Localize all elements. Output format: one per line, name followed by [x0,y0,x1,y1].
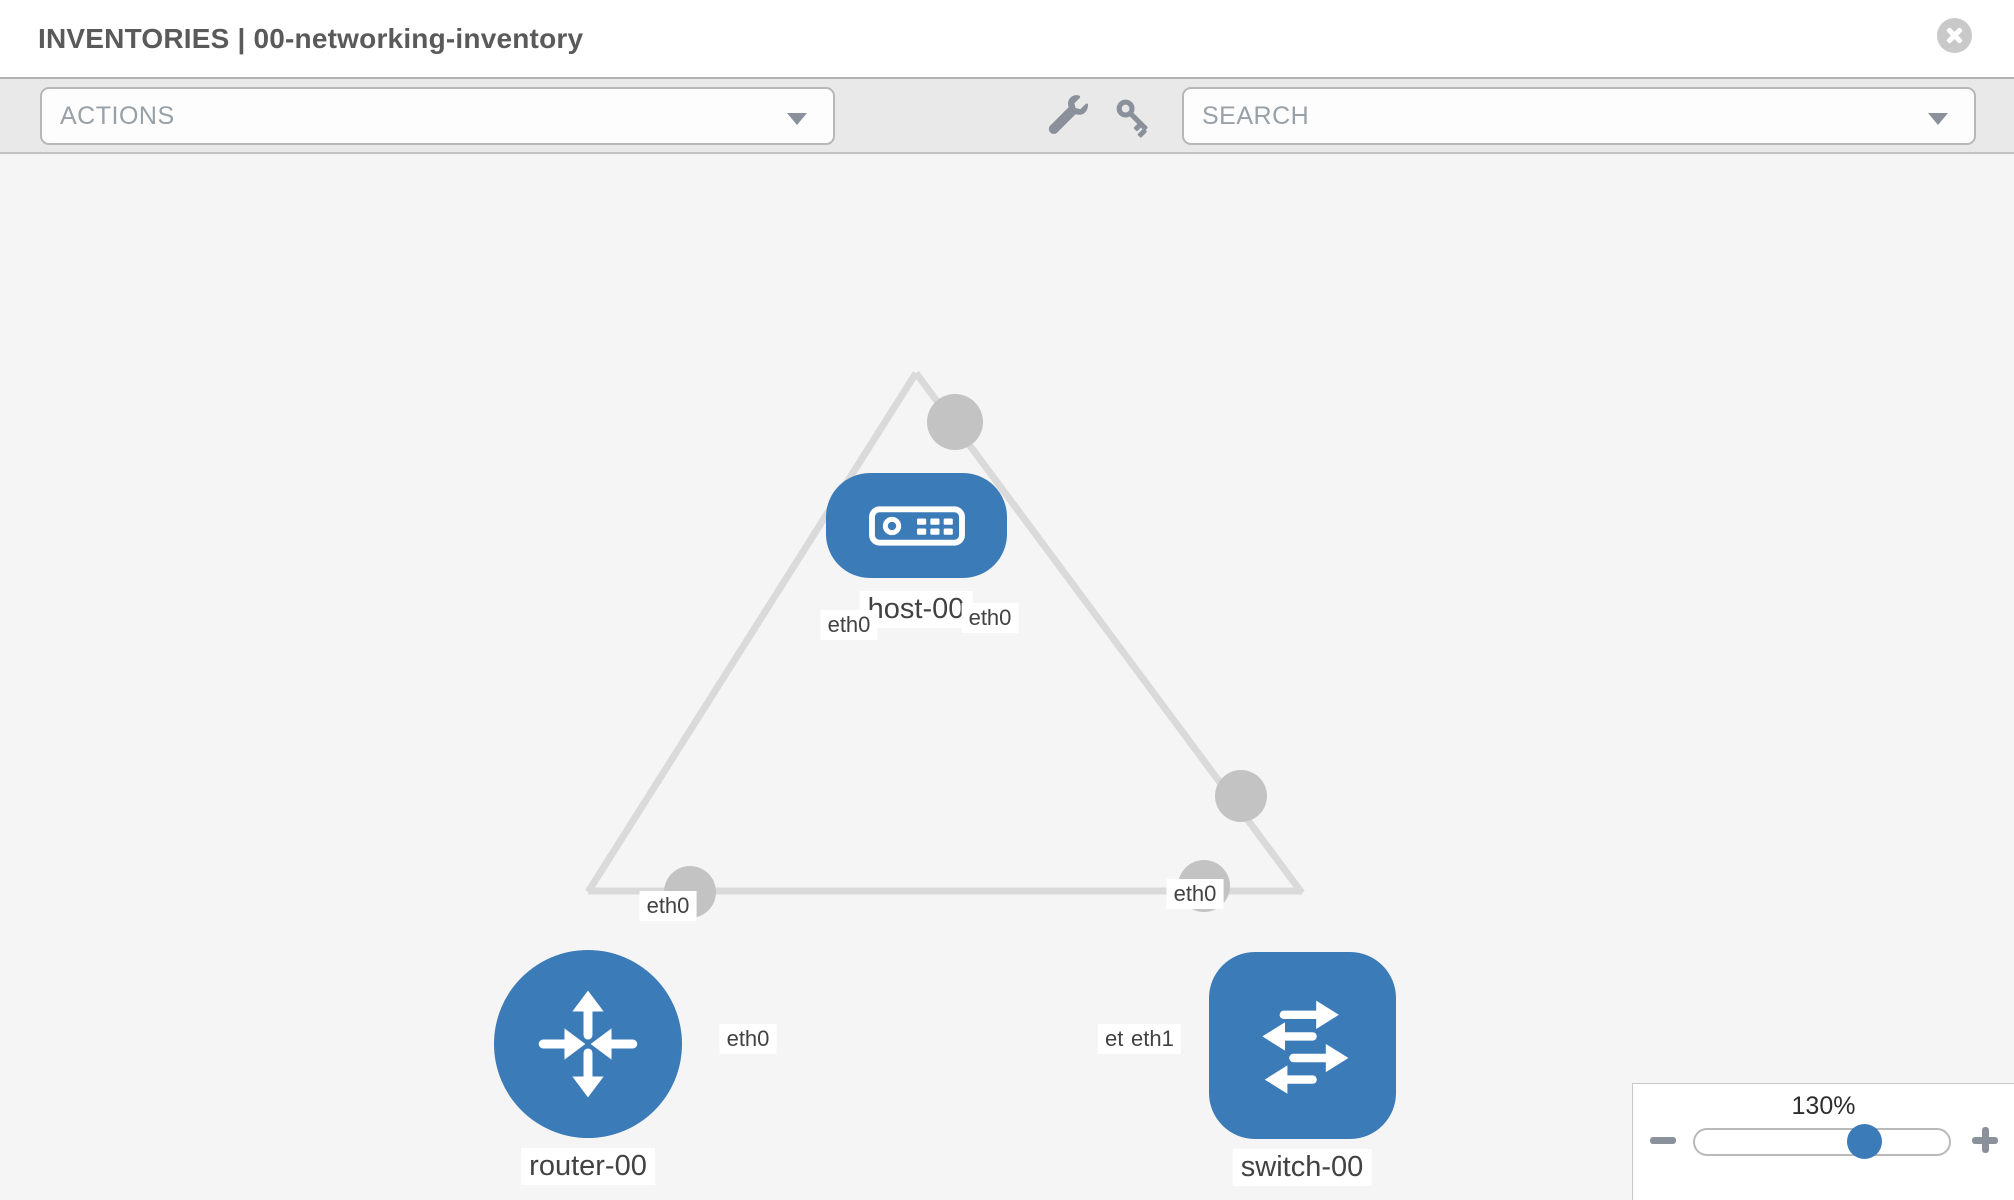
actions-dropdown-placeholder: ACTIONS [60,102,175,130]
page-title: INVENTORIES | 00-networking-inventory [38,23,584,54]
search-dropdown-placeholder: SEARCH [1202,102,1310,130]
node-label-host: host-00 [859,591,973,628]
topology-canvas[interactable]: host-00 router-00 switch-00 eth0 eth0 et… [0,154,2014,1200]
link-host-router[interactable] [585,371,919,894]
page-header: INVENTORIES | 00-networking-inventory [0,0,2014,77]
node-label-router: router-00 [521,1148,655,1185]
interface-label: eth0 [719,1024,777,1054]
chevron-down-icon [1928,113,1948,125]
interface-label: eth1 [1124,1024,1181,1054]
search-dropdown[interactable]: SEARCH [1182,87,1976,145]
zoom-in-button[interactable] [1971,1126,1999,1154]
plus-icon [1971,1126,1999,1154]
interface-connector[interactable] [1215,770,1267,822]
minus-icon [1650,1137,1676,1144]
actions-dropdown[interactable]: ACTIONS [40,87,835,145]
key-icon[interactable] [1112,95,1156,139]
toolbar: ACTIONS SEARCH [0,77,2014,154]
zoom-slider-thumb[interactable] [1847,1124,1882,1159]
wrench-icon[interactable] [1046,95,1090,139]
interface-label: eth0 [961,603,1019,633]
node-label-switch: switch-00 [1232,1149,1372,1186]
node-router-00[interactable] [494,950,682,1138]
switch-icon [1261,1000,1348,1094]
close-button[interactable] [1937,18,1972,53]
interface-label: eth0 [1166,879,1224,909]
zoom-panel: 130% [1632,1083,2014,1200]
interface-label: eth0 [639,891,697,921]
host-icon [868,505,965,546]
node-switch-00[interactable] [1209,952,1396,1139]
router-icon [538,990,638,1098]
node-host-00[interactable] [826,473,1007,578]
interface-connector[interactable] [927,394,983,450]
close-icon [1937,18,1972,53]
interface-label: eth0 [820,610,878,640]
zoom-slider-track[interactable] [1693,1124,1951,1159]
zoom-level-value: 130% [1791,1092,1856,1120]
network-links-layer [585,370,1305,918]
chevron-down-icon [787,113,807,125]
zoom-out-button[interactable] [1649,1126,1677,1154]
